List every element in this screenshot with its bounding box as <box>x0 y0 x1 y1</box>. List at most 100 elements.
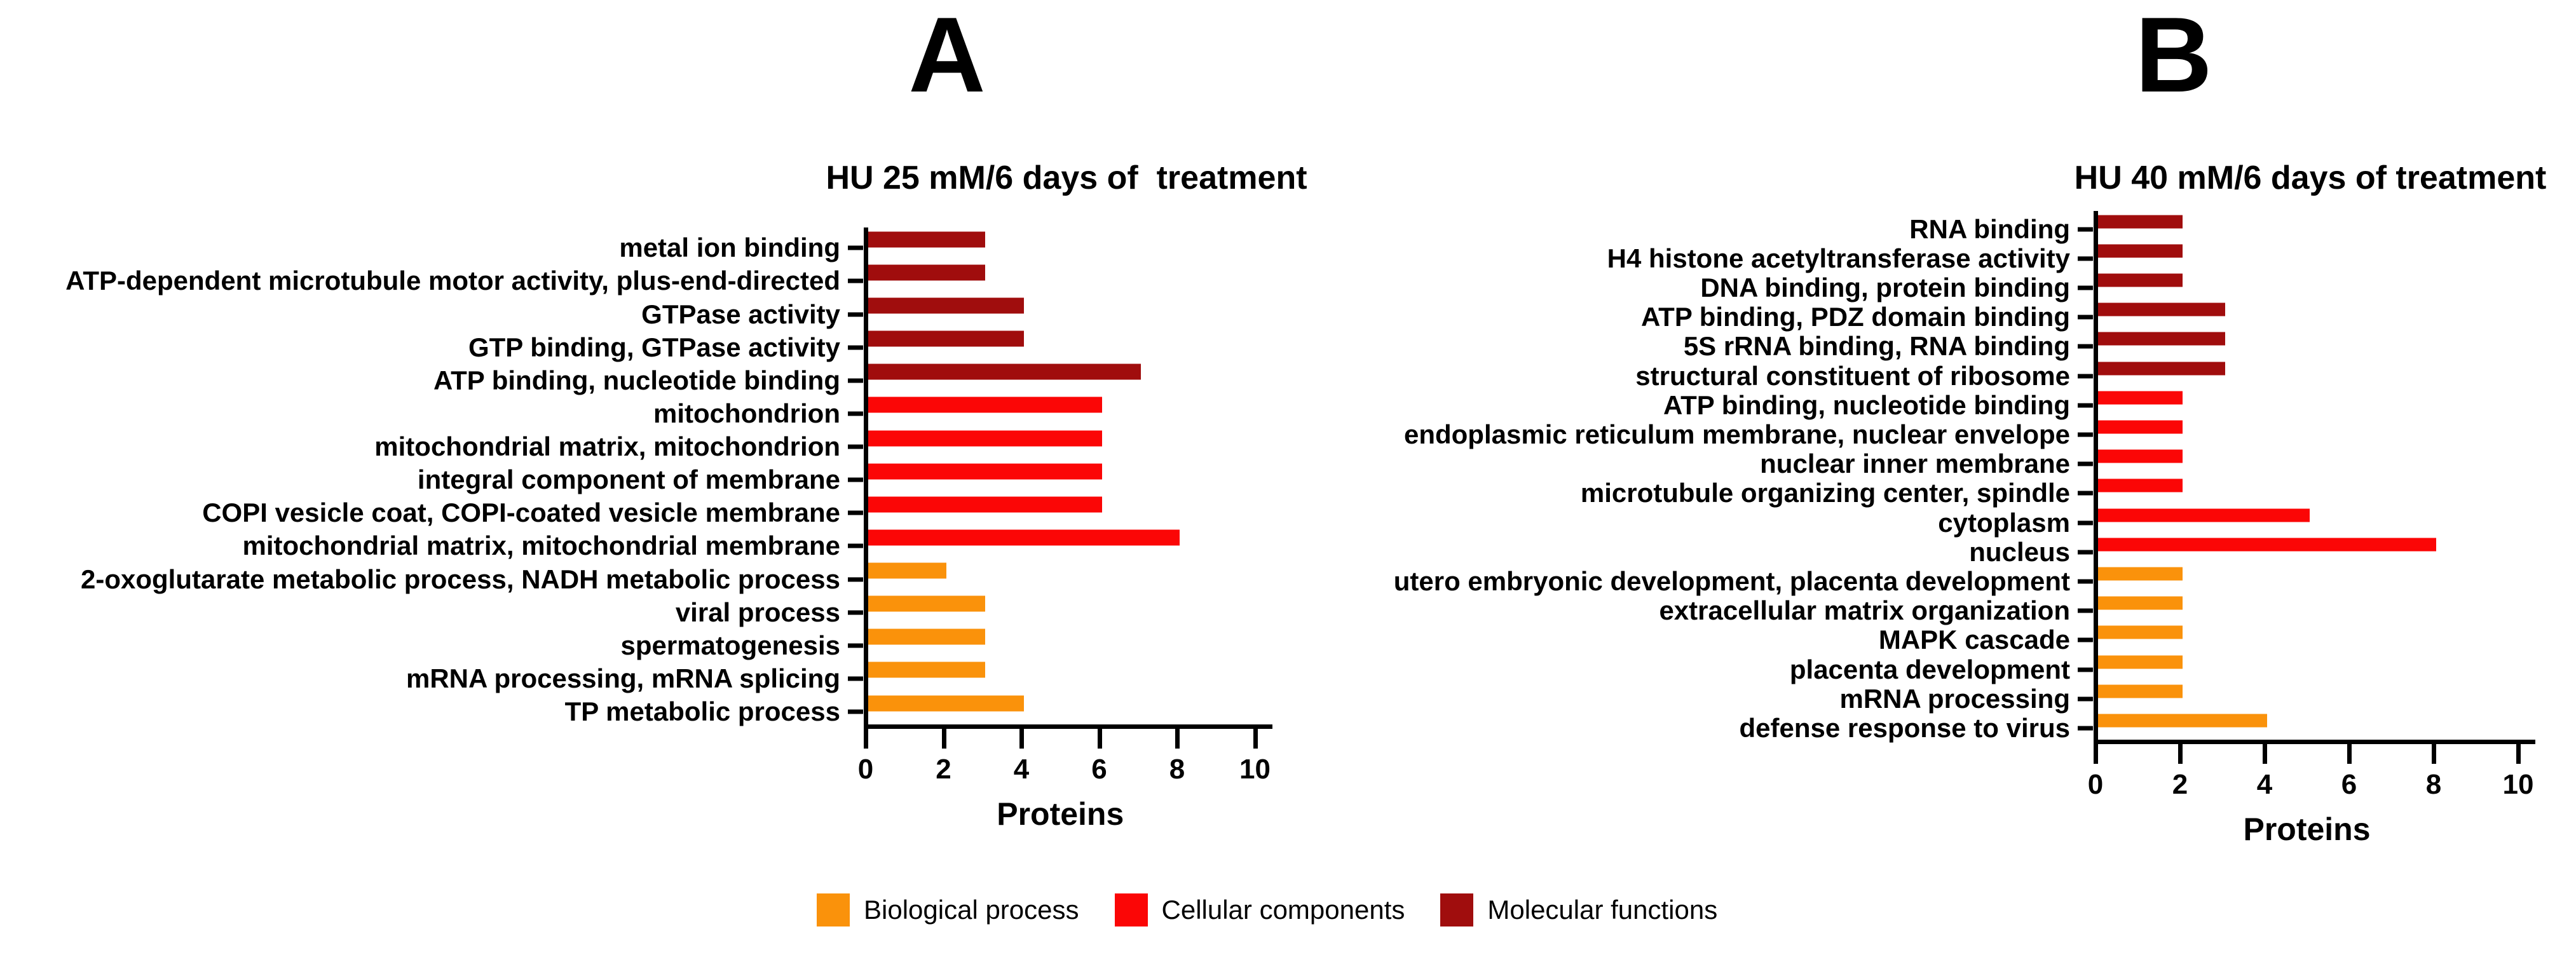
table-row: TP metabolic process <box>0 691 1312 727</box>
table-row: ATP binding, PDZ domain binding <box>1195 299 2575 332</box>
table-row: nucleus <box>1195 534 2575 567</box>
category-label: ATP-dependent microtubule motor activity… <box>65 266 840 296</box>
category-label: nucleus <box>1969 536 2070 567</box>
x-axis-tick <box>2516 739 2521 764</box>
y-axis-tick <box>2078 432 2093 437</box>
panel-a-letter: A <box>908 0 986 114</box>
table-row: structural constituent of ribosome <box>1195 358 2575 390</box>
legend-swatch-molecular-functions <box>1440 893 1474 926</box>
table-row: DNA binding, protein binding <box>1195 269 2575 302</box>
category-label: 5S rRNA binding, RNA binding <box>1683 331 2070 362</box>
category-label: endoplasmic reticulum membrane, nuclear … <box>1403 419 2070 449</box>
x-axis-tick <box>2094 739 2098 764</box>
category-label: mitochondrial matrix, mitochondrial memb… <box>242 531 840 561</box>
bar <box>2098 332 2225 346</box>
x-axis-tick <box>2432 739 2436 764</box>
y-axis-tick <box>848 610 863 615</box>
category-label: RNA binding <box>1909 214 2070 244</box>
bar <box>2098 391 2183 405</box>
y-axis-tick <box>2078 256 2093 261</box>
category-label: viral process <box>675 597 840 627</box>
category-label: GTPase activity <box>641 299 840 329</box>
table-row: GTPase activity <box>0 294 1312 329</box>
legend-label-molecular-functions: Molecular functions <box>1487 895 1718 925</box>
x-axis-tick <box>1097 724 1102 749</box>
y-axis-tick <box>848 444 863 449</box>
y-axis-tick <box>2078 520 2093 526</box>
table-row: ATP binding, nucleotide binding <box>1195 387 2575 419</box>
category-label: MAPK cascade <box>1878 625 2070 655</box>
category-label: TP metabolic process <box>564 696 840 727</box>
x-axis-tick-label: 8 <box>2425 768 2442 800</box>
y-axis <box>864 227 868 727</box>
x-axis-title: Proteins <box>997 796 1124 832</box>
y-axis-tick <box>2078 461 2093 466</box>
x-axis-tick-label: 4 <box>2256 768 2273 800</box>
bar <box>2098 244 2183 258</box>
x-axis-tick <box>864 724 868 749</box>
y-axis-tick <box>2078 491 2093 496</box>
bar <box>2098 449 2183 463</box>
table-row: viral process <box>0 592 1312 627</box>
table-row: spermatogenesis <box>0 625 1312 659</box>
y-axis-tick <box>848 510 863 515</box>
y-axis <box>2094 211 2098 742</box>
y-axis-tick <box>848 345 863 350</box>
y-axis-tick <box>848 312 863 317</box>
table-row: metal ion binding <box>0 227 1312 262</box>
category-label: ATP binding, nucleotide binding <box>433 365 840 395</box>
category-label: microtubule organizing center, spindle <box>1580 478 2070 508</box>
bar <box>2098 625 2183 639</box>
y-axis-tick <box>848 543 863 548</box>
bar <box>868 529 1180 546</box>
x-axis-tick-label: 10 <box>1239 753 1271 785</box>
bar <box>868 496 1102 513</box>
y-axis-tick <box>2078 667 2093 672</box>
legend-swatch-cellular-components <box>1114 893 1148 926</box>
bar <box>868 628 985 645</box>
category-label: cytoplasm <box>1938 507 2070 538</box>
y-axis-tick <box>2078 637 2093 642</box>
x-axis <box>864 724 1272 729</box>
x-axis-title: Proteins <box>2243 811 2371 847</box>
category-label: mitochondrion <box>653 398 840 428</box>
x-axis-tick-label: 0 <box>2087 768 2104 800</box>
legend-label-cellular-components: Cellular components <box>1161 895 1405 925</box>
y-axis-tick <box>2078 579 2093 584</box>
bar <box>2098 478 2183 492</box>
table-row: cytoplasm <box>1195 505 2575 538</box>
category-label: nuclear inner membrane <box>1760 449 2070 479</box>
table-row: 2-oxoglutarate metabolic process, NADH m… <box>0 559 1312 593</box>
bar <box>2098 714 2267 728</box>
bar <box>868 430 1102 447</box>
table-row: mRNA processing, mRNA splicing <box>0 658 1312 693</box>
x-axis-tick <box>1253 724 1258 749</box>
bar <box>868 463 1102 480</box>
category-label: ATP binding, PDZ domain binding <box>1640 302 2070 332</box>
table-row: 5S rRNA binding, RNA binding <box>1195 329 2575 362</box>
table-row: MAPK cascade <box>1195 622 2575 655</box>
table-row: extracellular matrix organization <box>1195 593 2575 626</box>
table-row: mRNA processing <box>1195 681 2575 712</box>
y-axis-tick <box>2078 608 2093 613</box>
y-axis-tick <box>2078 696 2093 702</box>
x-axis-tick <box>2347 739 2352 764</box>
bar <box>868 562 946 579</box>
x-axis-tick <box>1175 724 1180 749</box>
category-label: extracellular matrix organization <box>1659 595 2070 626</box>
y-axis-tick <box>848 676 863 681</box>
table-row: placenta development <box>1195 651 2575 683</box>
x-axis-tick-label: 2 <box>2172 768 2188 800</box>
x-axis-tick-label: 0 <box>857 753 874 785</box>
y-axis-tick <box>848 245 863 250</box>
x-axis-tick <box>2263 739 2267 764</box>
y-axis-tick <box>2078 344 2093 349</box>
category-label: integral component of membrane <box>417 465 840 495</box>
table-row: ATP-dependent microtubule motor activity… <box>0 261 1312 296</box>
legend-item-biological-process: Biological process <box>817 893 1079 926</box>
bar <box>2098 362 2225 376</box>
y-axis-tick <box>848 643 863 648</box>
x-axis-tick-label: 8 <box>1169 753 1185 785</box>
legend-item-cellular-components: Cellular components <box>1114 893 1405 926</box>
